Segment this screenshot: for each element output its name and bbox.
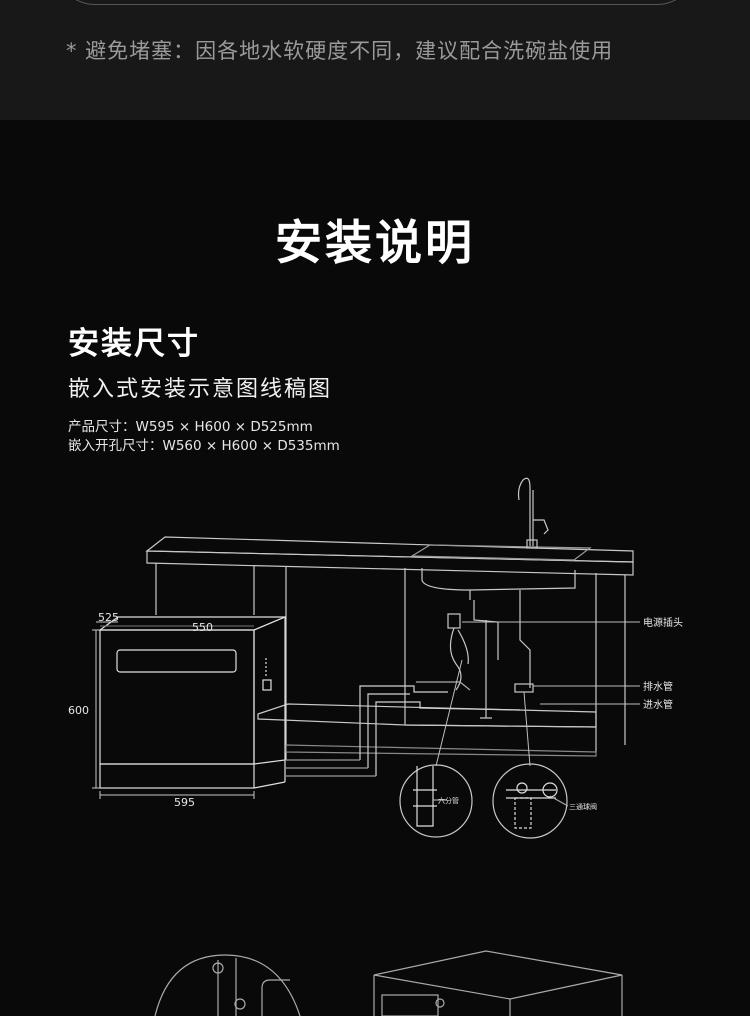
dim-bottom-width: 595	[174, 796, 195, 809]
cabinet	[155, 563, 626, 760]
callout-drain-pipe: 排水管	[643, 680, 673, 693]
product-size: 产品尺寸：W595 × H600 × D525mm	[68, 419, 313, 435]
section-title: 安装尺寸	[68, 326, 200, 362]
hoses	[286, 681, 521, 777]
sink	[409, 544, 592, 600]
callout-inlet-pipe: 进水管	[643, 698, 673, 711]
page-title: 安装说明	[275, 216, 475, 271]
salt-notice: * 避免堵塞：因各地水软硬度不同，建议配合洗碗盐使用	[66, 39, 614, 63]
dishwasher	[98, 616, 286, 789]
dim-height: 600	[68, 704, 89, 717]
faucet	[517, 477, 549, 549]
callout-power-plug: 电源插头	[643, 616, 683, 629]
countertop	[145, 536, 634, 576]
notice-band: * 避免堵塞：因各地水软硬度不同，建议配合洗碗盐使用	[0, 0, 750, 120]
dim-top-width: 550	[192, 621, 213, 634]
callout-three-way-valve: 三通球阀	[569, 802, 597, 811]
section-subtitle: 嵌入式安装示意图线稿图	[68, 377, 333, 402]
dim-depth: 525	[98, 611, 119, 624]
detail-circle-three-way	[492, 763, 569, 839]
bottom-detail-illustrations	[154, 950, 623, 1016]
callout-six-way-pipe: 六分管	[438, 796, 459, 805]
dimension-lines	[92, 621, 255, 799]
callout-leaders	[435, 621, 640, 767]
detail-circle-six-way	[399, 764, 473, 838]
sink-plumbing	[447, 600, 534, 719]
cutout-size: 嵌入开孔尺寸：W560 × H600 × D535mm	[68, 438, 340, 454]
